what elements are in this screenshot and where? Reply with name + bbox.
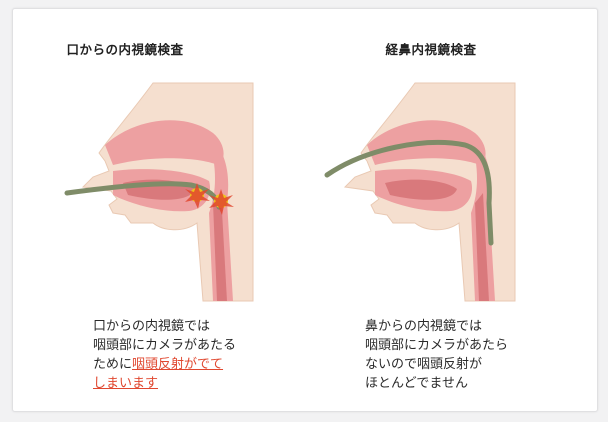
caption-line: 咽頭部にカメラがあたら [365, 336, 565, 355]
caption-text: ために [93, 357, 132, 372]
oral-endoscopy-title: 口からの内視鏡検査 [0, 39, 271, 58]
caption-line: ないので咽頭反射が [365, 355, 565, 374]
caption-line: 咽頭部にカメラがあたる [93, 336, 293, 355]
oral-endoscopy-caption: 口からの内視鏡では 咽頭部にカメラがあたる ために咽頭反射がでて しまいます [93, 317, 293, 393]
oral-endoscopy-illustration [13, 73, 305, 303]
gag-reflex-highlight: しまいます [93, 374, 293, 393]
caption-line: 鼻からの内視鏡では [365, 317, 565, 336]
nasal-endoscopy-panel: 経鼻内視鏡検査 鼻からの内視鏡では 咽頭部にカメラがあたら ないので咽頭反射が … [305, 9, 597, 411]
diagram-card: 口からの内視鏡検査 口からの内視鏡では [12, 8, 598, 412]
nasal-endoscopy-illustration [305, 73, 597, 303]
nasal-endoscopy-title: 経鼻内視鏡検査 [285, 39, 577, 58]
oral-endoscopy-panel: 口からの内視鏡検査 口からの内視鏡では [13, 9, 305, 411]
gag-reflex-highlight: 咽頭反射がでて [132, 357, 223, 372]
caption-line: ために咽頭反射がでて [93, 355, 293, 374]
nasal-endoscopy-caption: 鼻からの内視鏡では 咽頭部にカメラがあたら ないので咽頭反射が ほとんどでません [365, 317, 565, 393]
caption-line: 口からの内視鏡では [93, 317, 293, 336]
caption-line: ほとんどでません [365, 374, 565, 393]
